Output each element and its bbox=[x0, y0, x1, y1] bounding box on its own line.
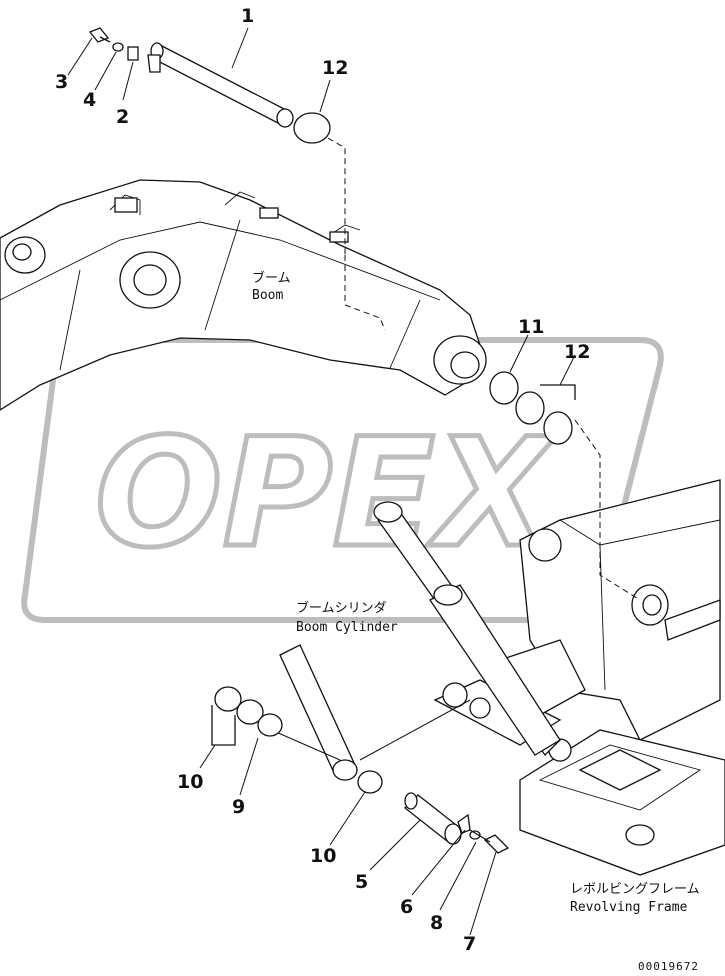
leader-lines bbox=[67, 27, 576, 936]
top-pin-assembly bbox=[88, 27, 346, 255]
spacers bbox=[211, 371, 576, 794]
boom: ブーム Boom bbox=[0, 179, 487, 411]
callout-11: 11 bbox=[518, 316, 544, 338]
callout-12-b: 12 bbox=[564, 341, 590, 363]
shim-12-b bbox=[543, 411, 573, 445]
boom-label-en: Boom bbox=[252, 288, 283, 303]
callout-4: 4 bbox=[83, 89, 96, 111]
callout-1: 1 bbox=[241, 5, 254, 27]
boom-cylinder-label-en: Boom Cylinder bbox=[296, 620, 398, 635]
revolving-frame-label-en: Revolving Frame bbox=[570, 900, 688, 915]
boom-cylinder-label-jp: ブームシリンダ bbox=[296, 600, 387, 616]
callout-10-a: 10 bbox=[177, 771, 203, 793]
boom-cylinder: ブームシリンダ Boom Cylinder bbox=[296, 501, 561, 757]
washer bbox=[112, 42, 124, 52]
watermark-text: OPEX bbox=[95, 407, 557, 581]
shim-12-top bbox=[293, 112, 331, 144]
cylinder-rod-end bbox=[259, 644, 471, 781]
callout-5: 5 bbox=[355, 871, 368, 893]
boom-label-jp: ブーム bbox=[252, 270, 291, 286]
callout-numbers: 1 2 3 4 5 6 7 8 9 10 10 11 12 12 bbox=[55, 5, 590, 955]
shim-12-a bbox=[515, 391, 545, 425]
revolving-frame-label-jp: レボルビングフレーム bbox=[570, 882, 700, 897]
spacer-11 bbox=[489, 371, 519, 405]
reference-code: 00019672 bbox=[638, 960, 699, 973]
shim-10-b bbox=[236, 699, 264, 725]
callout-6: 6 bbox=[400, 896, 413, 918]
callout-10-b: 10 bbox=[310, 845, 336, 867]
callout-2: 2 bbox=[116, 106, 129, 128]
callout-3: 3 bbox=[55, 71, 68, 93]
spacer-9 bbox=[257, 713, 283, 737]
lower-pin-assembly bbox=[404, 792, 510, 854]
shim-10-a bbox=[214, 686, 242, 712]
callout-9: 9 bbox=[232, 796, 245, 818]
shim-10-c bbox=[357, 770, 383, 794]
callout-12-a: 12 bbox=[322, 57, 348, 79]
callout-7: 7 bbox=[463, 933, 476, 955]
callout-8: 8 bbox=[430, 912, 443, 934]
lock-plate bbox=[127, 46, 139, 61]
revolving-frame: レボルビングフレーム Revolving Frame bbox=[433, 419, 725, 915]
